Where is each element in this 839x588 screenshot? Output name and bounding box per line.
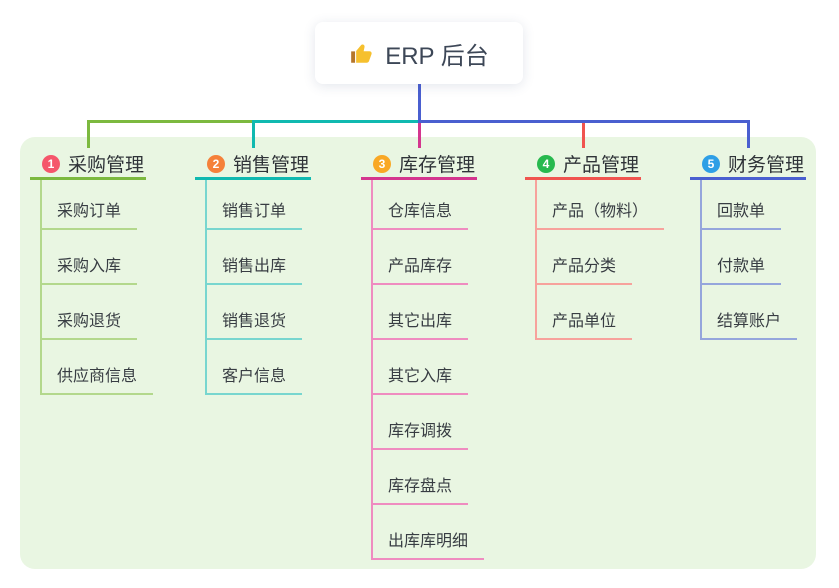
child-node-label[interactable]: 库存调拨 xyxy=(373,417,469,450)
branch-children-1: 采购订单采购入库采购退货供应商信息 xyxy=(40,180,154,395)
branch-label: 销售管理 xyxy=(233,155,310,176)
thumbs-up-icon xyxy=(349,40,375,66)
child-node: 出库库明细 xyxy=(373,505,485,560)
child-node: 库存盘点 xyxy=(373,450,477,505)
root-node-label: ERP 后台 xyxy=(385,42,489,70)
child-node: 采购入库 xyxy=(42,230,146,285)
child-node-label[interactable]: 销售出库 xyxy=(207,252,303,285)
child-node-label[interactable]: 付款单 xyxy=(702,252,782,285)
thumb-hand-shape xyxy=(356,44,372,63)
branch-children-3: 仓库信息产品库存其它出库其它入库库存调拨库存盘点出库库明细 xyxy=(371,180,485,560)
branch-children-2: 销售订单销售出库销售退货客户信息 xyxy=(205,180,311,395)
child-node: 供应商信息 xyxy=(42,340,154,395)
thumb-cuff-shape xyxy=(351,51,356,63)
child-node: 销售出库 xyxy=(207,230,311,285)
branch-label: 采购管理 xyxy=(68,155,145,176)
child-node-label[interactable]: 销售退货 xyxy=(207,307,303,340)
branch-badge-4: 4 xyxy=(537,154,555,173)
child-node-label[interactable]: 其它出库 xyxy=(373,307,469,340)
branch-label: 财务管理 xyxy=(728,155,805,176)
branch-title-3[interactable]: 3 库存管理 xyxy=(361,150,477,180)
child-node-label[interactable]: 销售订单 xyxy=(207,197,303,230)
child-node: 产品库存 xyxy=(373,230,477,285)
child-node: 库存调拨 xyxy=(373,395,477,450)
mindmap-background-panel xyxy=(20,137,816,569)
child-node-label[interactable]: 采购订单 xyxy=(42,197,138,230)
branch-label: 库存管理 xyxy=(399,155,476,176)
child-node-label[interactable]: 产品库存 xyxy=(373,252,469,285)
child-node-label[interactable]: 回款单 xyxy=(702,197,782,230)
child-node: 销售退货 xyxy=(207,285,311,340)
branch-title-1[interactable]: 1 采购管理 xyxy=(30,150,146,180)
branch-5: 5 财务管理回款单付款单结算账户 xyxy=(690,150,806,340)
child-node-label[interactable]: 产品单位 xyxy=(537,307,633,340)
branch-children-4: 产品（物料） 产品分类产品单位 xyxy=(535,180,665,340)
child-node: 产品单位 xyxy=(537,285,641,340)
child-node-label[interactable]: 采购退货 xyxy=(42,307,138,340)
child-node: 其它入库 xyxy=(373,340,477,395)
branch-children-5: 回款单付款单结算账户 xyxy=(700,180,806,340)
branch-label: 产品管理 xyxy=(563,155,640,176)
branch-2: 2 销售管理销售订单销售出库销售退货客户信息 xyxy=(195,150,311,395)
child-node: 客户信息 xyxy=(207,340,311,395)
child-node-label[interactable]: 结算账户 xyxy=(702,307,798,340)
child-node: 回款单 xyxy=(702,180,806,230)
branch-1: 1 采购管理采购订单采购入库采购退货供应商信息 xyxy=(30,150,154,395)
child-node: 其它出库 xyxy=(373,285,477,340)
child-node-label[interactable]: 其它入库 xyxy=(373,362,469,395)
branch-title-5[interactable]: 5 财务管理 xyxy=(690,150,806,180)
branch-badge-3: 3 xyxy=(373,154,391,173)
root-node-erp[interactable]: ERP 后台 xyxy=(315,22,523,84)
child-node-label[interactable]: 出库库明细 xyxy=(373,527,485,560)
child-node-label[interactable]: 供应商信息 xyxy=(42,362,154,395)
child-node-label[interactable]: 库存盘点 xyxy=(373,472,469,505)
child-node: 采购退货 xyxy=(42,285,146,340)
child-node-label[interactable]: 产品（物料） xyxy=(537,197,665,230)
child-node: 采购订单 xyxy=(42,180,146,230)
child-node: 产品（物料） xyxy=(537,180,665,230)
branch-4: 4 产品管理产品（物料） 产品分类产品单位 xyxy=(525,150,665,340)
branch-badge-2: 2 xyxy=(207,154,225,173)
branch-title-4[interactable]: 4 产品管理 xyxy=(525,150,641,180)
child-node: 仓库信息 xyxy=(373,180,477,230)
child-node-label[interactable]: 产品分类 xyxy=(537,252,633,285)
branch-badge-5: 5 xyxy=(702,154,720,173)
branch-title-2[interactable]: 2 销售管理 xyxy=(195,150,311,180)
child-node-label[interactable]: 仓库信息 xyxy=(373,197,469,230)
branch-3: 3 库存管理仓库信息产品库存其它出库其它入库库存调拨库存盘点出库库明细 xyxy=(361,150,485,560)
child-node: 结算账户 xyxy=(702,285,806,340)
child-node-label[interactable]: 客户信息 xyxy=(207,362,303,395)
child-node: 销售订单 xyxy=(207,180,311,230)
child-node-label[interactable]: 采购入库 xyxy=(42,252,138,285)
child-node: 付款单 xyxy=(702,230,806,285)
child-node: 产品分类 xyxy=(537,230,641,285)
branch-badge-1: 1 xyxy=(42,154,60,173)
